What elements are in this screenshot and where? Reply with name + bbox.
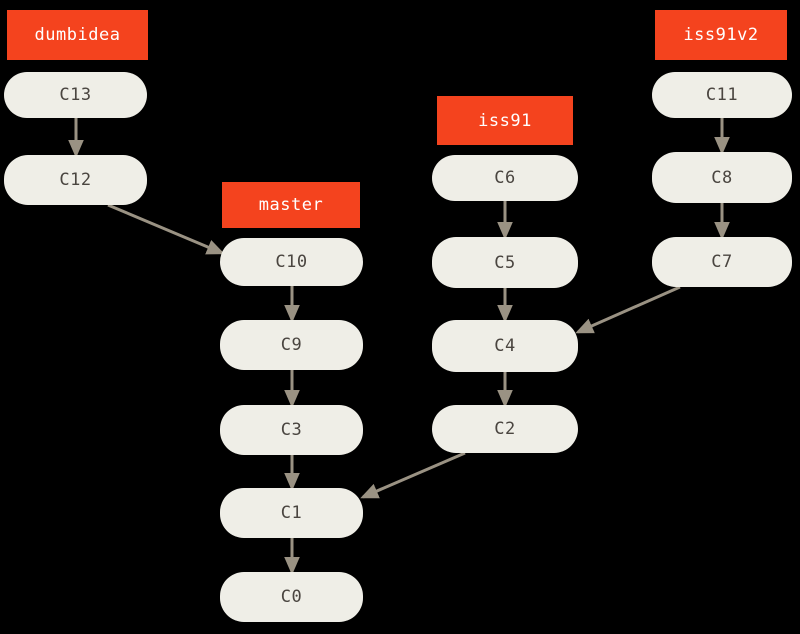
commit-label-c1: C1 <box>280 503 303 523</box>
commit-node-c0[interactable]: C0 <box>220 572 363 622</box>
commit-label-c0: C0 <box>280 587 303 607</box>
commit-node-c9[interactable]: C9 <box>220 320 363 370</box>
branch-tag-label-dumbidea: dumbidea <box>34 25 121 45</box>
commit-node-c6[interactable]: C6 <box>432 155 578 201</box>
commit-label-c2: C2 <box>494 419 516 439</box>
branch-tag-label-iss91v2: iss91v2 <box>683 25 759 45</box>
commit-label-c3: C3 <box>280 420 303 440</box>
commit-node-c5[interactable]: C5 <box>432 237 578 288</box>
commit-node-c12[interactable]: C12 <box>4 155 147 205</box>
commit-node-c2[interactable]: C2 <box>432 405 578 453</box>
commit-node-c1[interactable]: C1 <box>220 488 363 538</box>
branch-tag-iss91[interactable]: iss91 <box>437 96 573 145</box>
branch-tag-master[interactable]: master <box>222 182 360 228</box>
branch-tag-dumbidea[interactable]: dumbidea <box>7 10 148 60</box>
commit-label-c12: C12 <box>59 170 92 190</box>
edge-c7-to-c4 <box>575 285 681 334</box>
commit-label-c8: C8 <box>711 167 733 188</box>
commit-label-c9: C9 <box>280 335 303 355</box>
edge-c2-to-c1 <box>360 451 466 499</box>
commit-label-c11: C11 <box>705 85 739 105</box>
commit-label-c10: C10 <box>275 252 308 272</box>
commit-node-c10[interactable]: C10 <box>220 238 363 286</box>
commit-label-c4: C4 <box>494 336 516 356</box>
branch-tag-label-iss91: iss91 <box>478 110 532 131</box>
commit-node-c11[interactable]: C11 <box>652 72 792 118</box>
commit-label-c6: C6 <box>494 168 516 188</box>
commit-label-c13: C13 <box>59 85 92 105</box>
commit-label-c5: C5 <box>494 252 516 273</box>
commit-node-c7[interactable]: C7 <box>652 237 792 287</box>
commit-node-c4[interactable]: C4 <box>432 320 578 372</box>
edge-c12-to-c10 <box>107 203 225 255</box>
commit-node-c3[interactable]: C3 <box>220 405 363 455</box>
branch-tag-iss91v2[interactable]: iss91v2 <box>655 10 787 60</box>
commit-node-c8[interactable]: C8 <box>652 152 792 203</box>
commit-node-c13[interactable]: C13 <box>4 72 147 118</box>
branch-tag-label-master: master <box>258 195 324 215</box>
commit-label-c7: C7 <box>711 252 733 272</box>
